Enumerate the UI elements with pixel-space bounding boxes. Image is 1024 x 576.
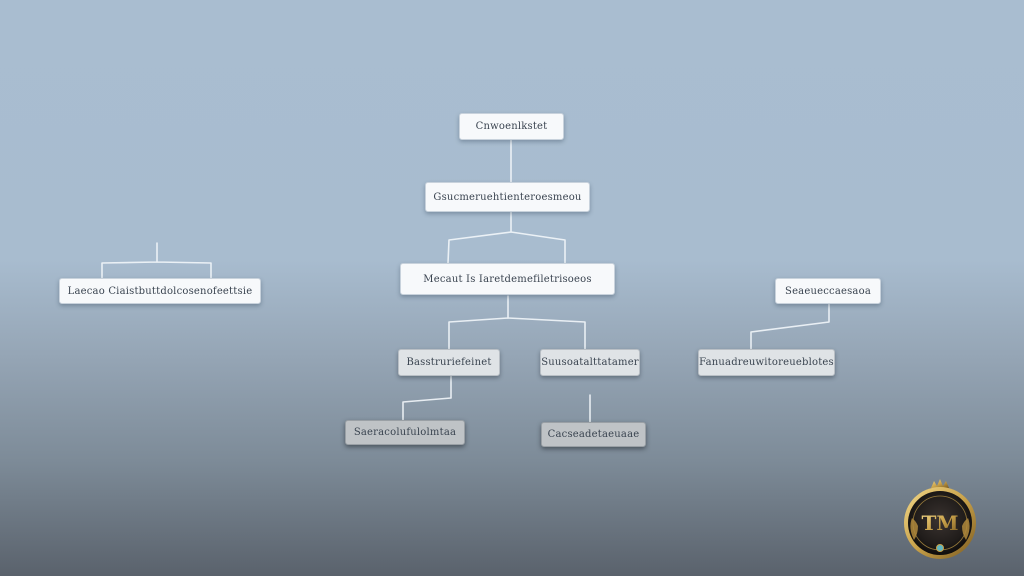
diagram-node[interactable]: Seaeueccaesaoa <box>775 278 881 304</box>
gem-icon <box>936 544 944 552</box>
svg-text:TM: TM <box>921 511 958 535</box>
diagram-node[interactable]: Gsucmeruehtienteroesmeou <box>425 182 590 212</box>
connector-n6-n9 <box>402 374 452 421</box>
diagram-node[interactable]: Cacseadetaeuaae <box>541 422 646 447</box>
tm-emblem-logo: TM <box>904 479 976 559</box>
crown-icon <box>931 479 949 488</box>
connector-n5-n8 <box>750 302 830 351</box>
diagram-node[interactable]: Suusoatalttatamer <box>540 349 640 376</box>
connector-n3-children <box>448 295 586 350</box>
diagram-node[interactable]: Mecaut Is Iaretdemefiletrisoeos <box>400 263 615 295</box>
diagram-node[interactable]: Fanuadreuwitoreueblotes <box>698 349 835 376</box>
connector-n4-top <box>101 242 212 279</box>
diagram-node[interactable]: Basstruriefeinet <box>398 349 500 376</box>
connector-n2-n3 <box>447 210 566 264</box>
diagram-node[interactable]: Laecao Ciaistbuttdolcosenofeettsie <box>59 278 261 304</box>
diagram-node[interactable]: Cnwoenlkstet <box>459 113 564 140</box>
diagram-node[interactable]: Saeracolufulolmtaa <box>345 420 465 445</box>
